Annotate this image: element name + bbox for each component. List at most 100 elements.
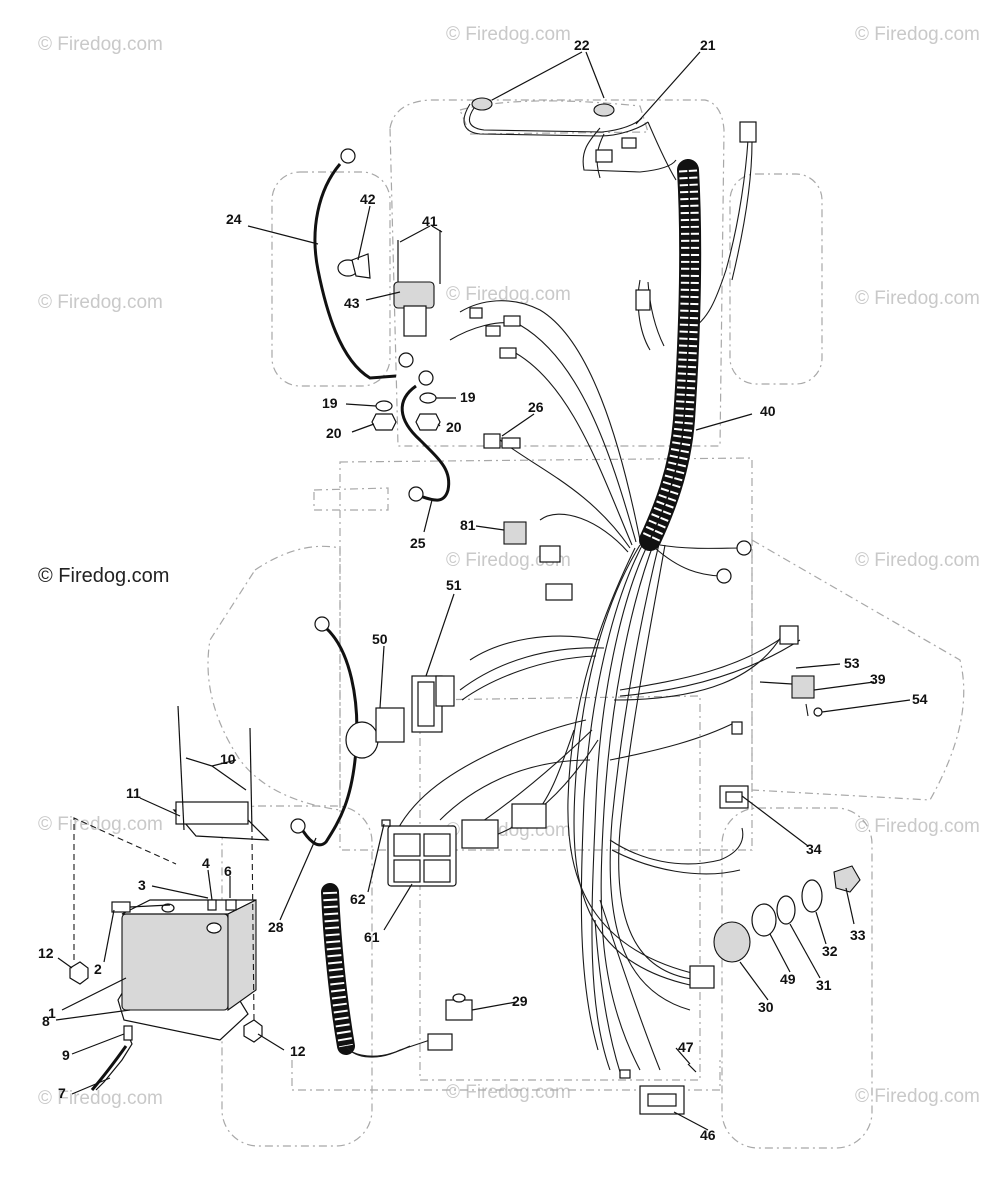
fuse-holder-26: [501, 437, 521, 449]
connector-plug: [619, 1069, 631, 1079]
solenoid-43: [393, 281, 435, 309]
callout-20-left: 20: [326, 425, 342, 441]
watermarks: © Firedog.com © Firedog.com © Firedog.co…: [38, 24, 980, 1109]
connector-plug: [621, 137, 637, 149]
watermark: © Firedog.com: [38, 292, 163, 313]
callout-32: 32: [822, 943, 838, 959]
solenoid-assembly: [337, 230, 441, 431]
watermark: © Firedog.com: [38, 1088, 163, 1109]
ring-terminal: [736, 540, 752, 556]
washer-31: [776, 895, 796, 925]
ring-terminal: [418, 370, 434, 386]
watermark: © Firedog.com: [446, 1082, 571, 1103]
bolt-2: [111, 901, 131, 913]
callout-81: 81: [460, 517, 476, 533]
watermark: © Firedog.com: [855, 24, 980, 45]
conduit-loom-lower: [321, 883, 453, 1058]
callout-1: 1: [48, 1005, 56, 1021]
connector-plug: [461, 819, 499, 849]
cable-25: [400, 384, 451, 502]
terminal-boot-42: [351, 253, 371, 279]
callout-53: 53: [844, 655, 860, 671]
ring-terminal: [290, 818, 306, 834]
battery-side: [227, 899, 257, 1012]
key-33: [833, 865, 861, 893]
watermark: © Firedog.com: [855, 816, 980, 837]
callout-62: 62: [350, 891, 366, 907]
nut-20: [415, 413, 441, 431]
connector-plug: [545, 583, 573, 601]
connector-62: [381, 819, 391, 827]
callout-10: 10: [220, 751, 236, 767]
callout-19-left: 19: [322, 395, 338, 411]
connector-29: [445, 999, 473, 1021]
callout-34: 34: [806, 841, 822, 857]
callout-2: 2: [94, 961, 102, 977]
callout-7: 7: [58, 1085, 66, 1101]
battery-cables: [290, 148, 752, 847]
callout-47: 47: [678, 1039, 694, 1055]
callout-41: 41: [422, 213, 438, 229]
conduit-loom-40: [639, 159, 702, 551]
callout-12-left: 12: [38, 945, 54, 961]
headlight-harness: [463, 97, 757, 351]
callout-51: 51: [446, 577, 462, 593]
nut-49: [751, 903, 777, 937]
battery-terminal: [206, 922, 222, 934]
headlight-socket-right: [593, 103, 615, 117]
screw-47: [687, 1063, 697, 1073]
callout-33: 33: [850, 927, 866, 943]
callout-42: 42: [360, 191, 376, 207]
ring-terminal: [340, 148, 356, 164]
ring-terminal: [716, 568, 732, 584]
connector-plug: [739, 121, 757, 143]
watermark: © Firedog.com: [446, 24, 571, 45]
connector-plug: [499, 347, 517, 359]
callout-9: 9: [62, 1047, 70, 1063]
nut-12: [69, 961, 89, 985]
callout-46: 46: [700, 1127, 716, 1143]
ignition-components: [445, 865, 861, 1115]
callout-20-right: 20: [446, 419, 462, 435]
module-61-cell: [423, 859, 451, 883]
tractor-outline: [207, 99, 965, 1149]
washer-19: [375, 400, 393, 412]
callout-54: 54: [912, 691, 928, 707]
callout-26: 26: [528, 399, 544, 415]
callout-39: 39: [870, 671, 886, 687]
callout-49: 49: [780, 971, 796, 987]
switch-39: [791, 675, 815, 699]
callout-21: 21: [700, 37, 716, 53]
dash-components: [345, 675, 547, 887]
ring-terminal: [314, 616, 330, 632]
callout-43: 43: [344, 295, 360, 311]
callout-12-right: 12: [290, 1043, 306, 1059]
callout-3: 3: [138, 877, 146, 893]
connector-plug: [539, 545, 561, 563]
battery-assembly: [69, 705, 270, 1091]
small-connectors: [469, 307, 573, 601]
fitting-9: [123, 1025, 133, 1041]
callout-28: 28: [268, 919, 284, 935]
callout-6: 6: [224, 863, 232, 879]
watermark: © Firedog.com: [38, 814, 163, 835]
ring-terminal: [408, 486, 424, 502]
rod-10: [177, 705, 185, 831]
callout-30: 30: [758, 999, 774, 1015]
fuse-holder-26: [483, 433, 501, 449]
callout-11: 11: [126, 785, 141, 801]
watermark: © Firedog.com: [855, 1086, 980, 1107]
connector-plug: [689, 965, 715, 989]
connector-plug: [511, 803, 547, 829]
connector-plug: [485, 325, 501, 337]
watermark-primary: © Firedog.com: [38, 565, 169, 587]
nut-12: [243, 1019, 263, 1043]
connector-plug: [779, 625, 799, 645]
nut-20: [371, 413, 397, 431]
callout-61: 61: [364, 929, 380, 945]
callout-31: 31: [816, 977, 832, 993]
connector-plug: [731, 721, 743, 735]
rod-10: [249, 727, 253, 833]
module-61-cell: [423, 833, 451, 857]
